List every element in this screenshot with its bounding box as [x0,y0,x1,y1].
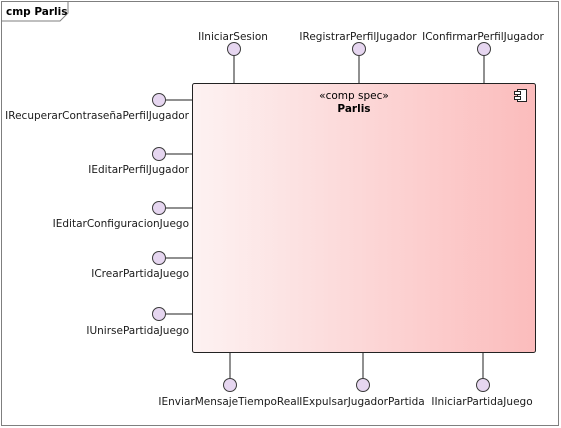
interface-label: IEditarConfiguracionJuego [53,218,189,230]
interface-lollipop-icon [476,378,490,392]
frame-title: cmp Parlis [6,6,67,18]
interface-bottom-0: IEnviarMensajeTiempoReal [158,353,300,408]
interface-top-2: IConfirmarPerfilJugador [422,31,545,83]
interface-label: IRecuperarContraseñaPerfilJugador [5,110,190,122]
interface-lollipop-icon [477,42,491,56]
interface-lollipop-icon [152,93,166,107]
component-icon [514,89,527,102]
interface-left-1: IEditarPerfilJugador [88,147,192,176]
interface-bottom-1: IExpulsarJugadorPartida [299,353,425,408]
interface-lollipop-icon [152,201,166,215]
interface-label: IIniciarPartidaJuego [431,396,532,408]
component-name: Parlis [337,103,370,115]
interface-label: IConfirmarPerfilJugador [422,31,544,43]
interface-label: IUnirsePartidaJuego [86,325,189,337]
interface-top-1: IRegistrarPerfilJugador [299,31,417,83]
interface-bottom-2: IIniciarPartidaJuego [431,353,533,408]
interface-lollipop-icon [227,42,241,56]
interface-left-4: IUnirsePartidaJuego [86,307,192,337]
interface-label: IRegistrarPerfilJugador [299,31,417,43]
interface-left-0: IRecuperarContraseñaPerfilJugador [5,93,192,122]
interface-lollipop-icon [223,378,237,392]
interface-label: ICrearPartidaJuego [91,268,189,280]
interface-label: IExpulsarJugadorPartida [299,396,424,408]
component-box [192,83,536,353]
interface-lollipop-icon [352,42,366,56]
interface-lollipop-icon [152,251,166,265]
interface-lollipop-icon [152,147,166,161]
interface-lollipop-icon [356,378,370,392]
interface-left-2: IEditarConfiguracionJuego [53,201,192,230]
interface-label: IEnviarMensajeTiempoReal [158,396,299,408]
interface-top-0: IIniciarSesion [198,31,268,83]
interface-label: IEditarPerfilJugador [88,164,189,176]
component-stereotype: «comp spec» [319,90,389,102]
interface-left-3: ICrearPartidaJuego [91,251,192,280]
interface-label: IIniciarSesion [198,31,268,43]
frame-title-tab [1,1,69,22]
interface-lollipop-icon [152,307,166,321]
